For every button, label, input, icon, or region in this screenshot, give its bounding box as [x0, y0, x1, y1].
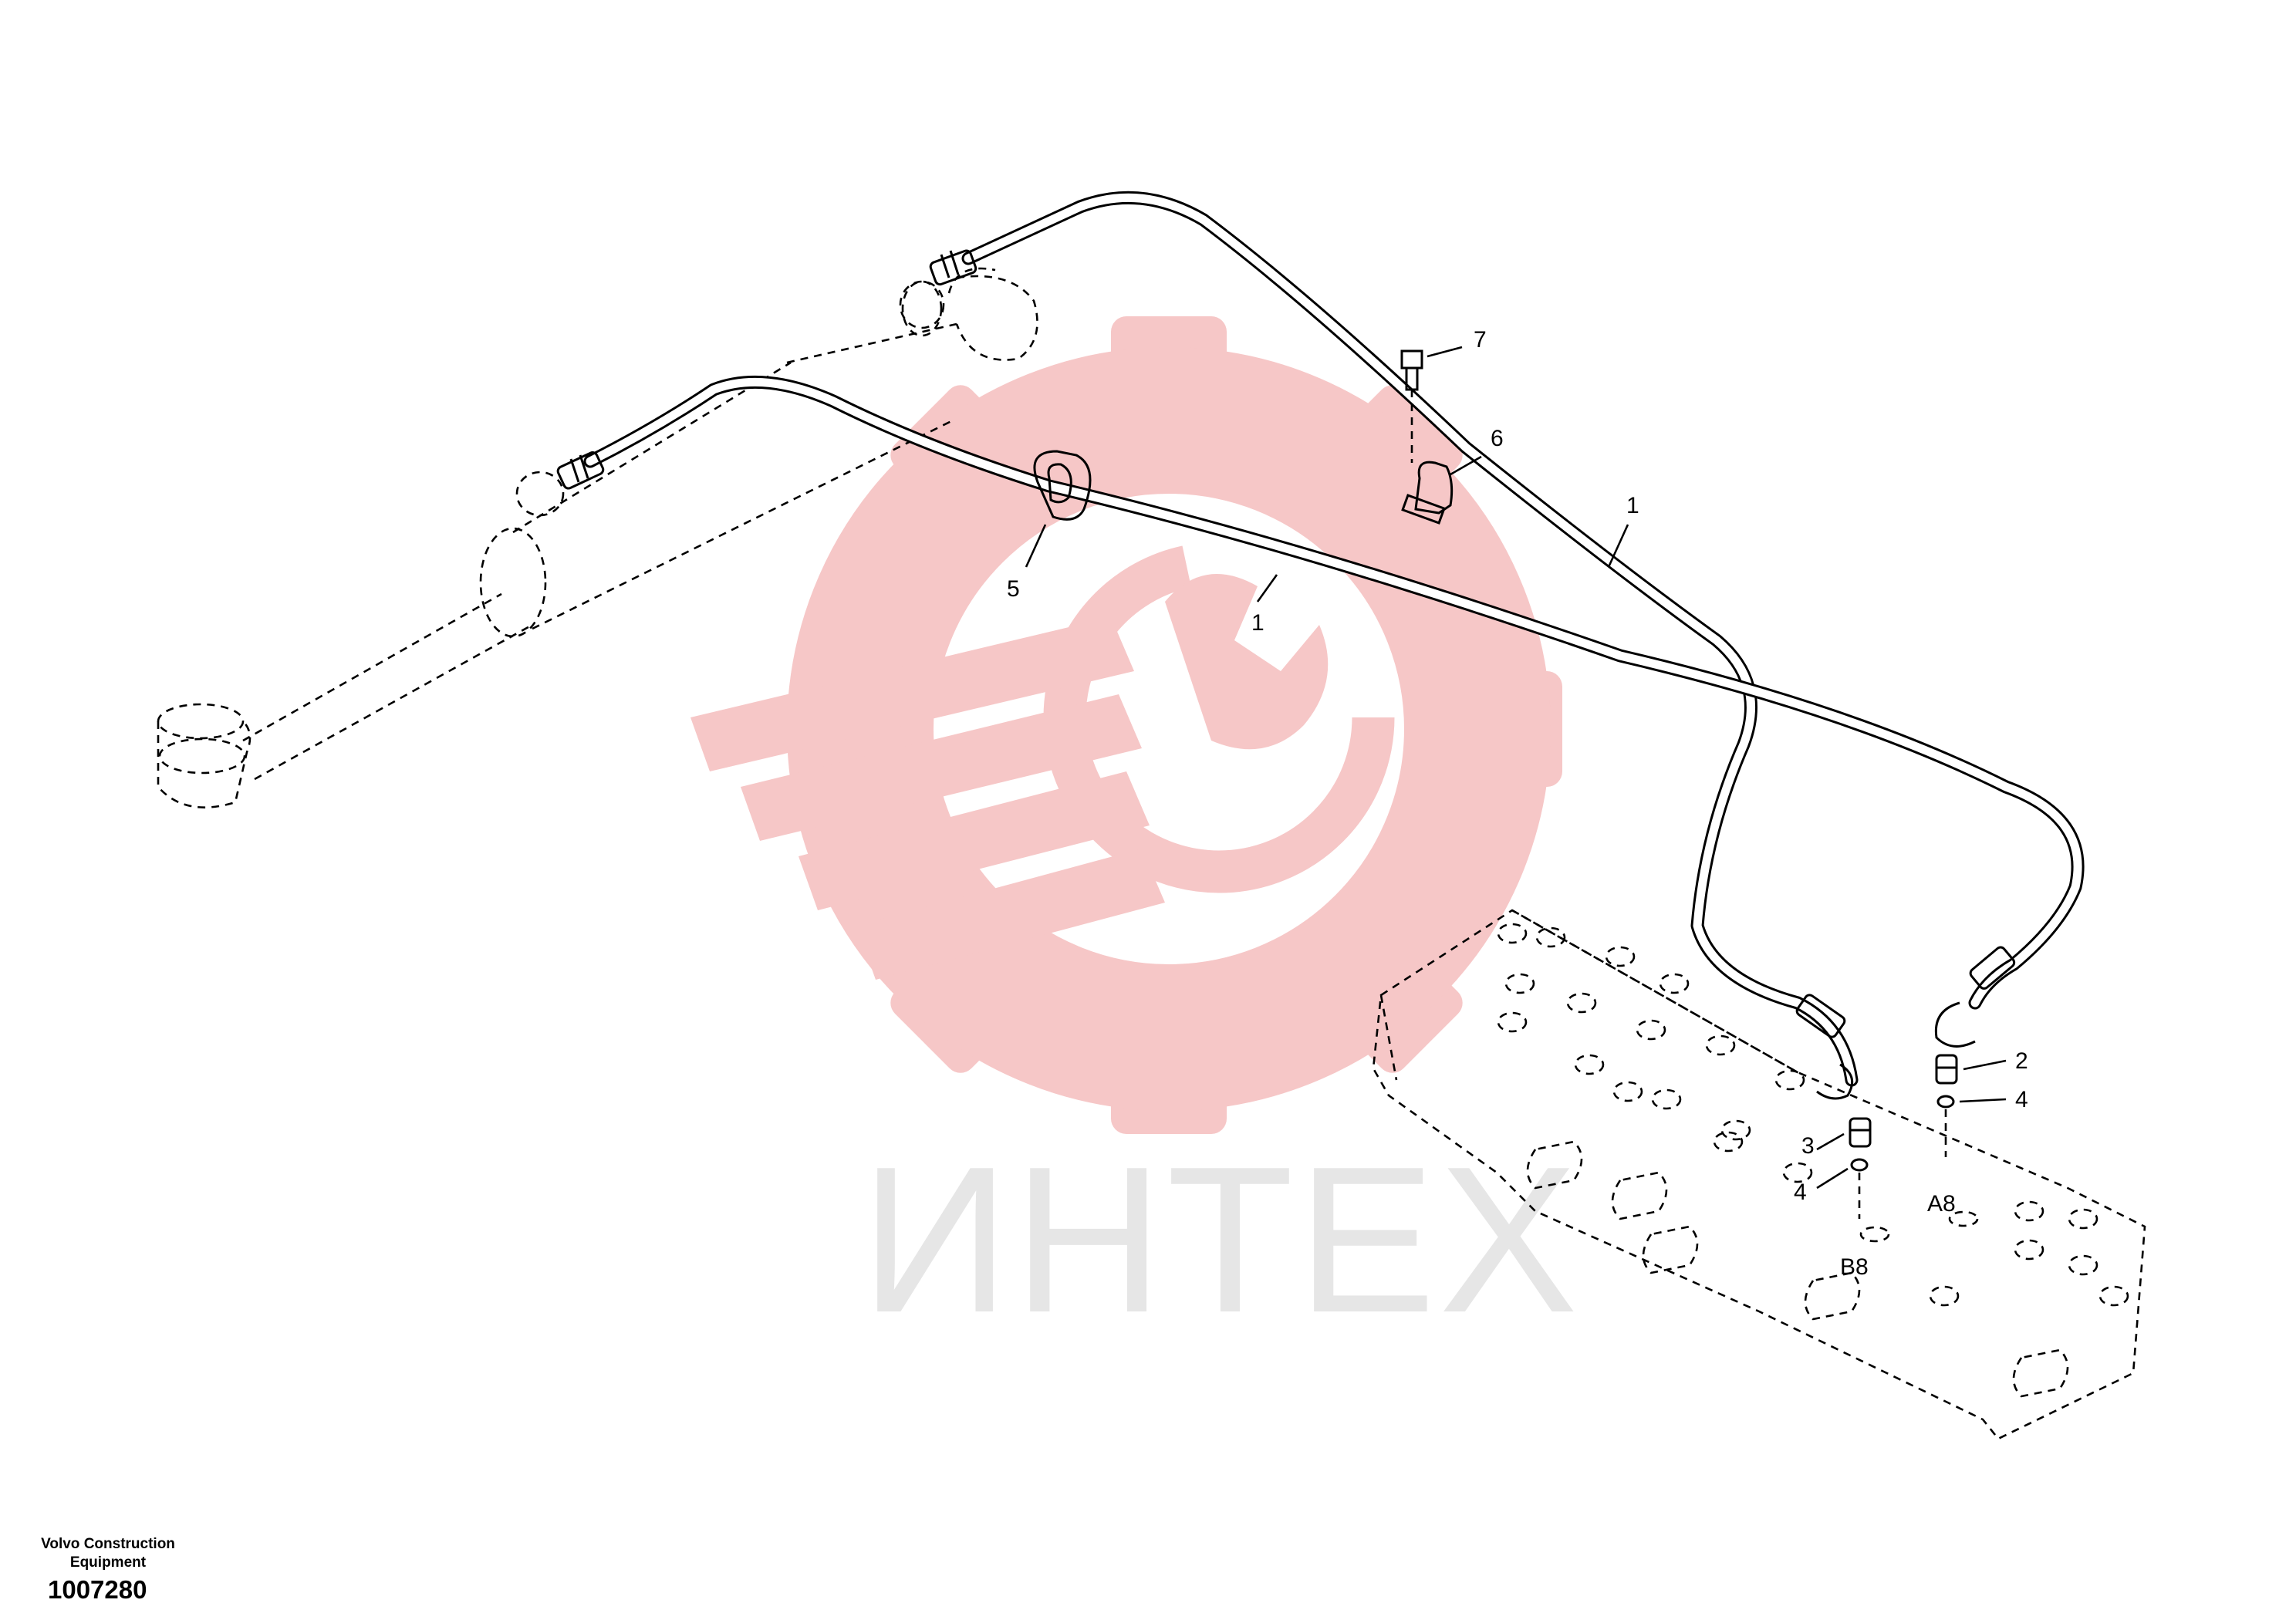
pipe-upper [929, 191, 1859, 1100]
valve-bolt-holes [1497, 923, 2129, 1307]
oring-a8 [1936, 1095, 1955, 1109]
bolt-part [1400, 349, 1423, 463]
callout-pipe-upper: 1 [1626, 493, 1639, 518]
port-label-b8: B8 [1840, 1254, 1869, 1280]
callout-bolt: 7 [1474, 327, 1487, 353]
document-number: 1007280 [48, 1575, 147, 1604]
port-label-a8: A8 [1927, 1191, 1956, 1217]
fitting-b8 [1849, 1117, 1872, 1148]
callout-fitting-b8: 3 [1801, 1133, 1815, 1159]
grommet-part [1033, 450, 1092, 521]
clamp-part [1401, 461, 1454, 525]
manufacturer-label: Volvo Construction Equipment [41, 1536, 175, 1571]
wrench-shape [1165, 574, 1329, 750]
boom-cylinder-outline [157, 267, 1038, 808]
watermark-text: ИНТЕХ [860, 1124, 1581, 1356]
callout-oring-a8: 4 [2015, 1087, 2028, 1112]
fitting-a8 [1935, 1054, 1958, 1085]
oring-b8 [1850, 1158, 1869, 1172]
watermark-gear-logo [690, 316, 1562, 1134]
callout-pipe-lower: 1 [1251, 610, 1264, 636]
callout-clamp: 6 [1491, 426, 1504, 451]
pipe-lower [556, 375, 2085, 1048]
speed-lines [690, 617, 1165, 980]
callout-fitting-a8: 2 [2015, 1048, 2028, 1074]
callout-grommet: 5 [1007, 576, 1020, 602]
control-valve-outline [1372, 909, 2146, 1440]
callout-oring-b8: 4 [1794, 1180, 1807, 1205]
leader-lines [1025, 346, 2007, 1190]
